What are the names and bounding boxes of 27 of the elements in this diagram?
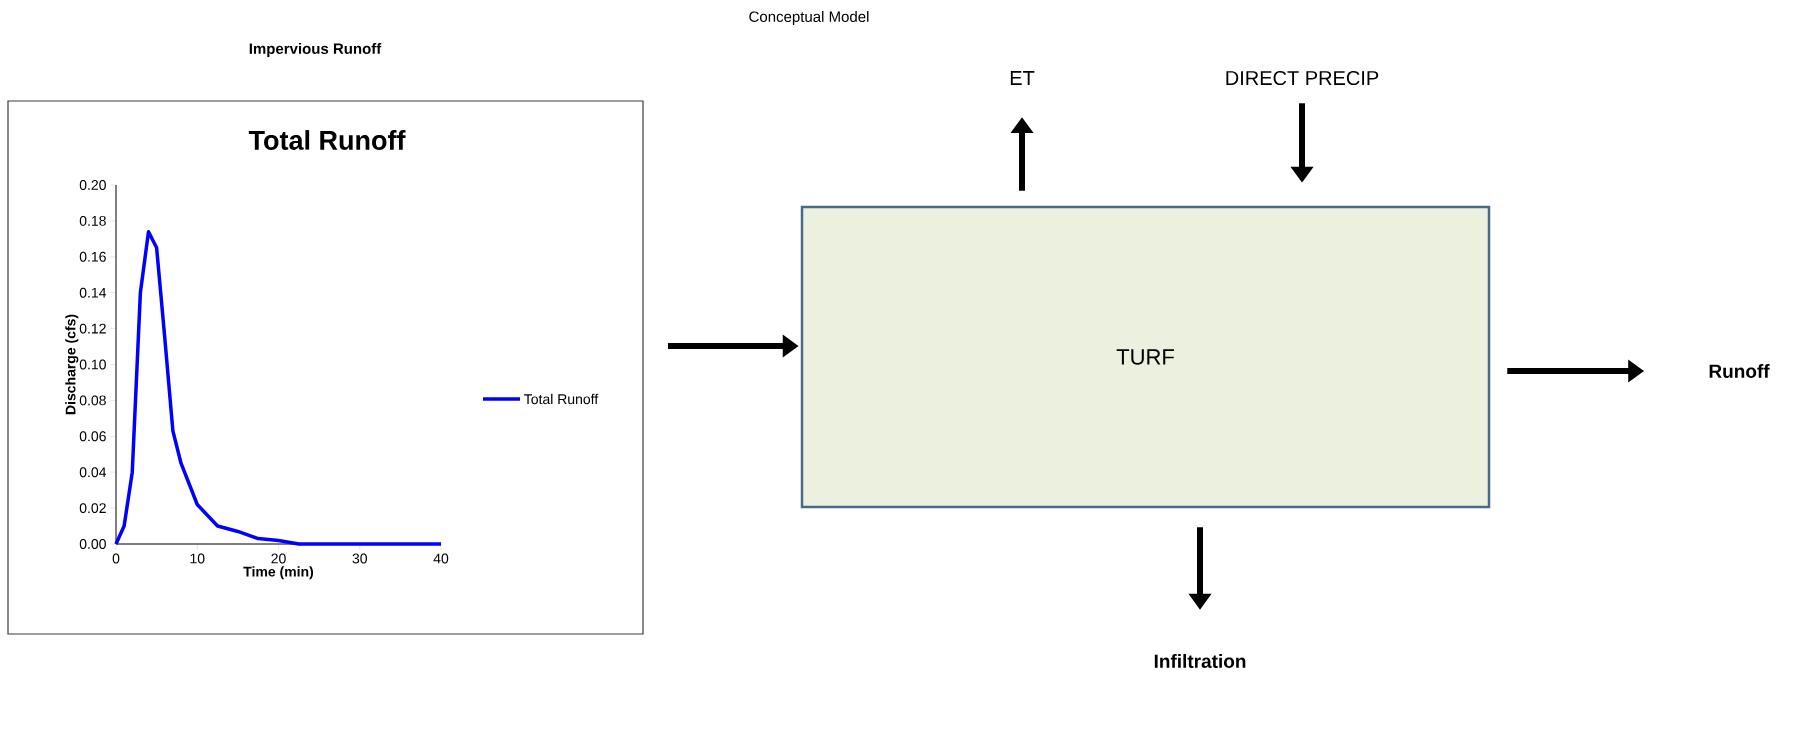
legend-entry: Total Runoff: [483, 393, 599, 405]
flow-label: DIRECT PRECIP: [1226, 70, 1379, 86]
y-tick-label: 0.08: [79, 395, 106, 406]
x-tick-label: 0: [112, 553, 120, 564]
x-tick-label: 40: [433, 553, 449, 564]
y-tick-label: 0.14: [79, 287, 107, 298]
x-tick-label: 20: [271, 553, 286, 564]
y-tick-label: 0.12: [79, 323, 106, 334]
flow-label: Runoff: [1709, 364, 1770, 378]
flow-label: Infiltration: [1154, 654, 1246, 668]
y-tick-label: 0.20: [79, 180, 106, 190]
y-tick-label: 0.00: [79, 539, 106, 549]
y-tick-label: 0.04: [79, 467, 107, 478]
diagram-title: Conceptual Model: [749, 11, 869, 25]
y-axis-title: Discharge (cfs): [65, 314, 79, 415]
y-tick-label: 0.18: [79, 215, 106, 226]
x-tick-label: 10: [190, 553, 205, 564]
flow-label: ET: [1010, 71, 1035, 85]
chart-title: Total Runoff: [248, 130, 406, 150]
y-tick-label: 0.06: [79, 431, 106, 442]
x-axis-title: Time (min): [243, 566, 314, 580]
y-tick-label: 0.02: [79, 503, 106, 514]
y-tick-label: 0.16: [79, 251, 106, 262]
x-tick-label: 30: [352, 553, 367, 564]
chart-heading: Impervious Runoff: [249, 43, 382, 57]
process-box: TURF: [800, 205, 1491, 509]
y-tick-label: 0.10: [79, 359, 106, 370]
